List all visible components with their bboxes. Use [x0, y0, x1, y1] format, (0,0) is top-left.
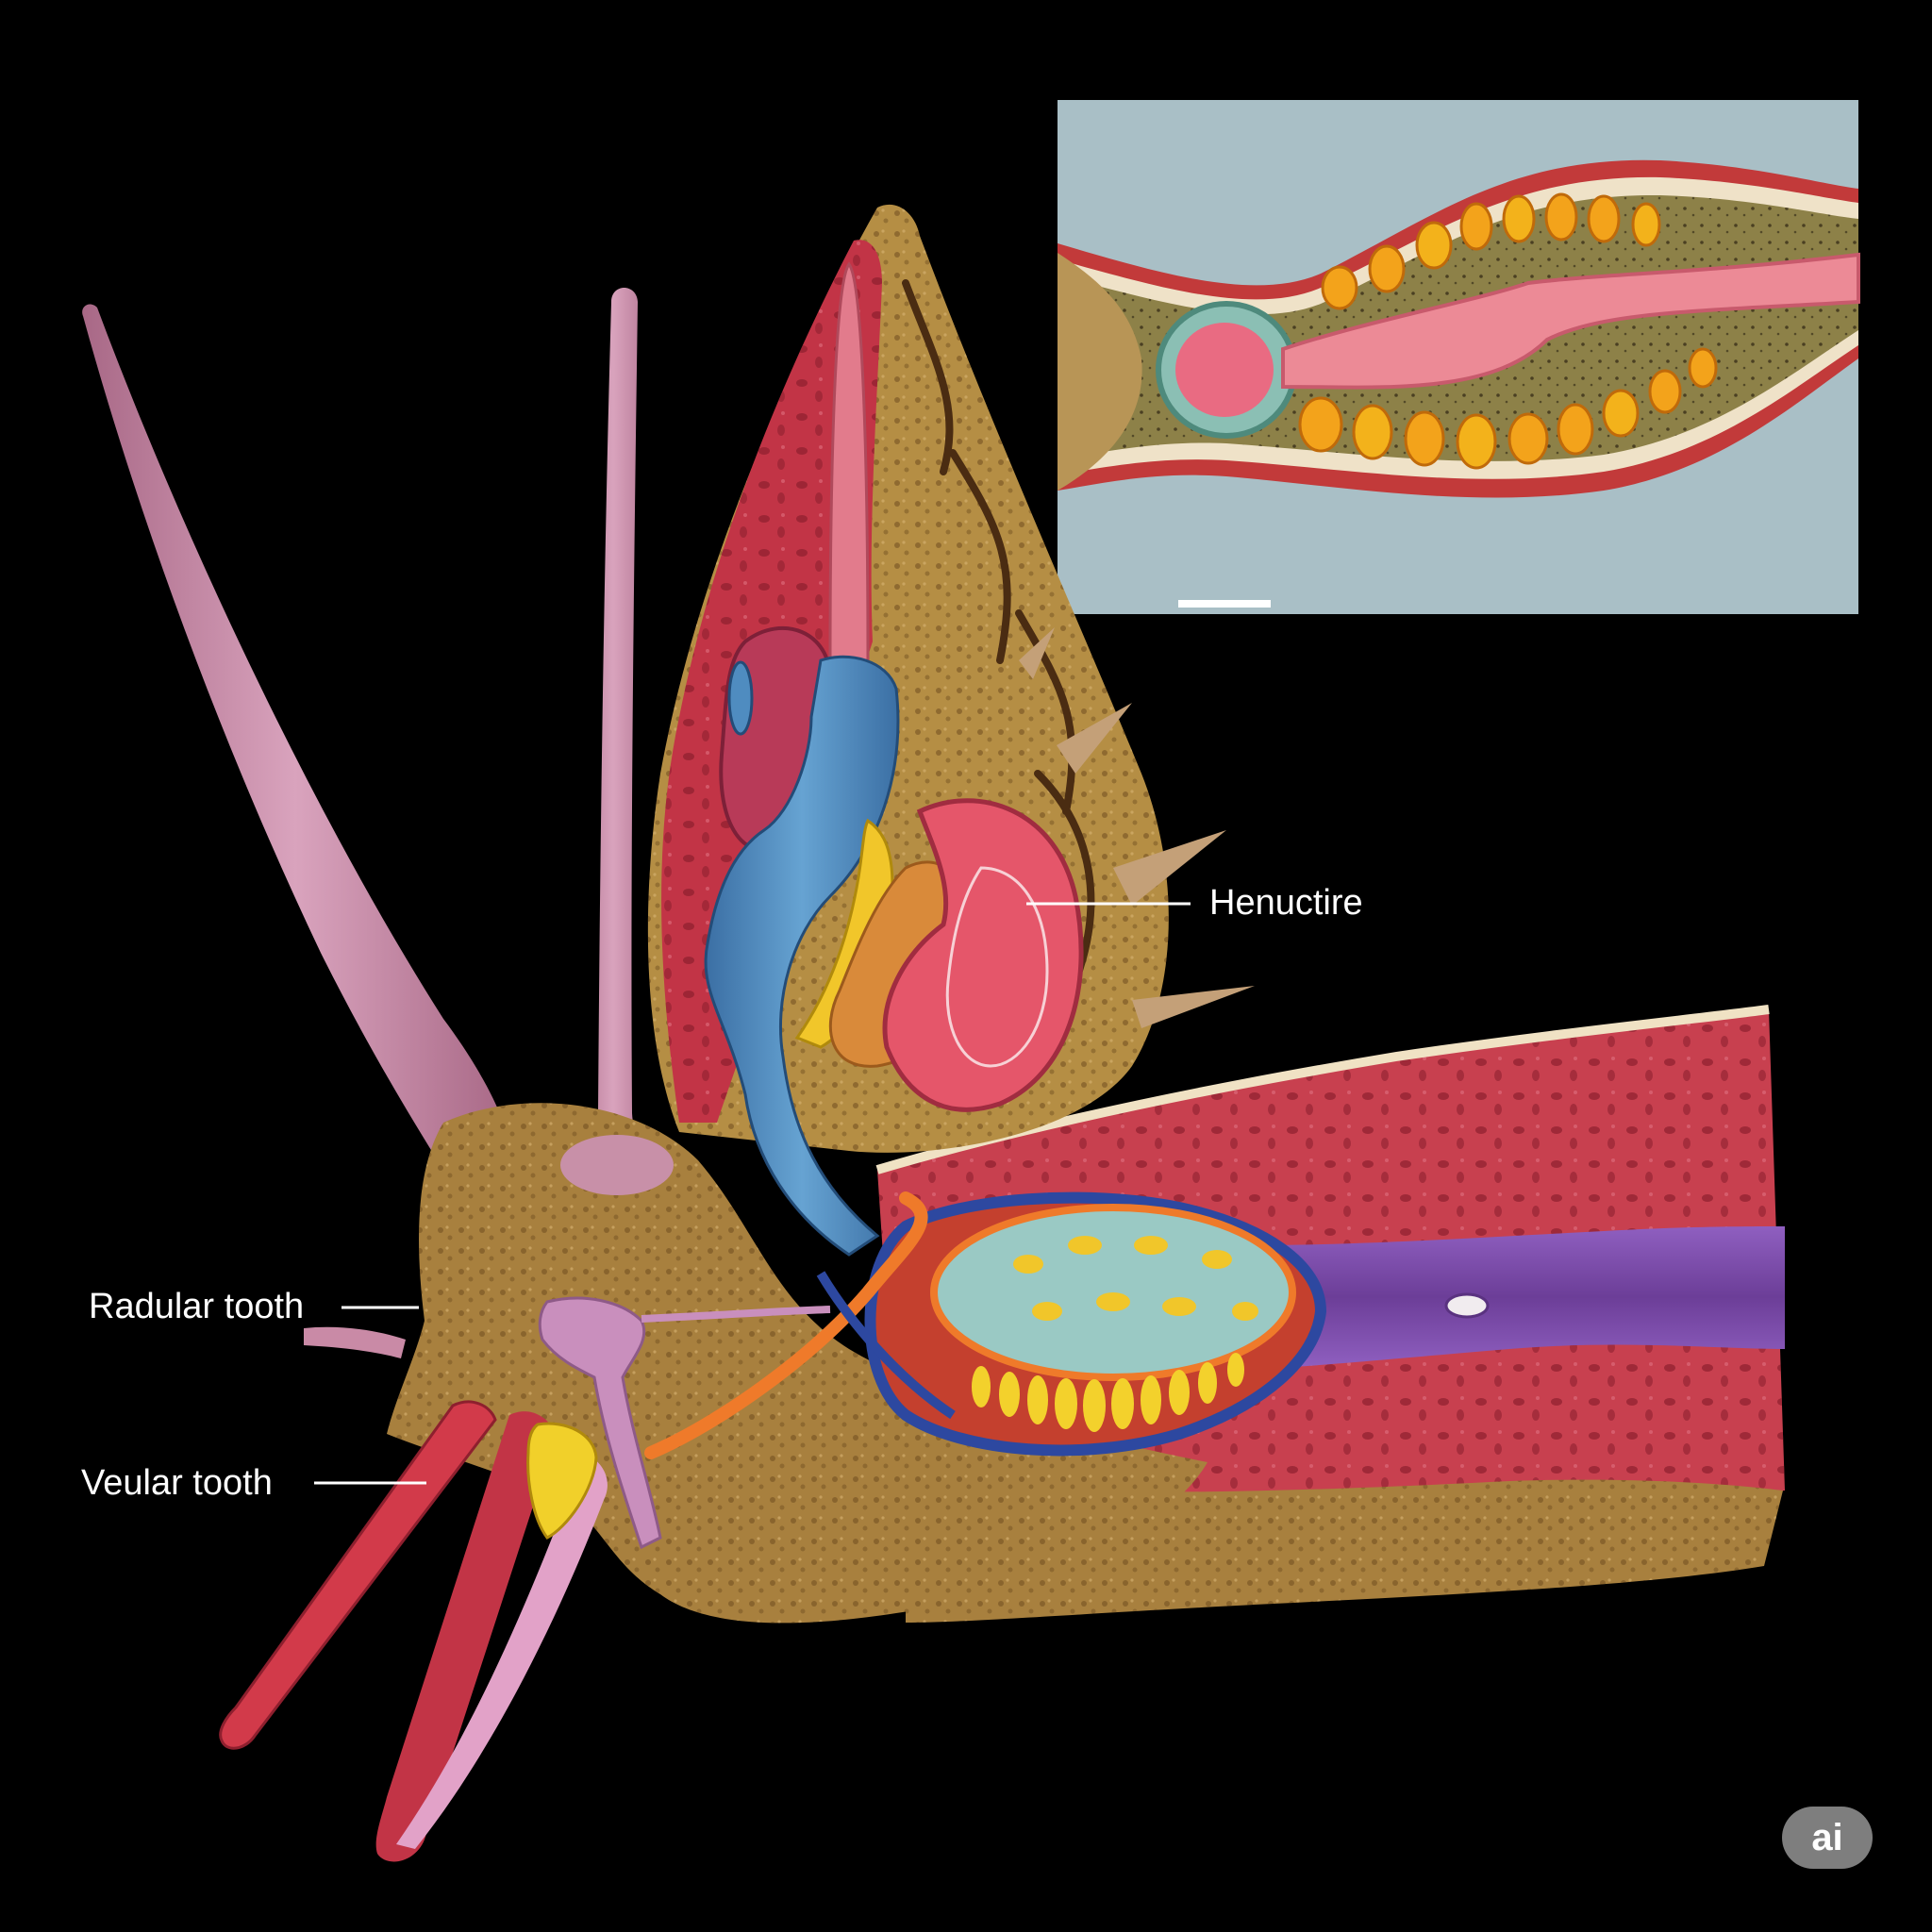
tentacle-base	[560, 1135, 674, 1195]
shell-spine-2	[1057, 703, 1132, 774]
ai-badge: ai	[1782, 1807, 1873, 1869]
inset-pink-duct	[1281, 252, 1860, 390]
yellow-gland	[794, 818, 894, 1049]
blue-outer-duct	[816, 1271, 956, 1420]
left-eye-tentacle	[82, 304, 510, 1170]
inset-left-base	[1058, 253, 1142, 491]
inset-lower-cells	[1298, 347, 1718, 470]
center-eye-tentacle	[566, 288, 660, 1189]
buccal-mass	[644, 1191, 1327, 1459]
inset-scale-bar	[1178, 600, 1271, 608]
odontophore-yolk-spots	[1013, 1236, 1258, 1321]
inset-nucleus	[1175, 323, 1274, 417]
shell-spine-1	[1019, 627, 1055, 679]
radular-tooth-label: Radular tooth	[89, 1287, 305, 1326]
veular-blade	[375, 1411, 557, 1862]
lavender-blade	[396, 1453, 608, 1849]
jaw-rod	[641, 1306, 831, 1323]
mouthparts	[219, 1296, 831, 1862]
inset-upper-cells	[1321, 192, 1661, 310]
henuctire-organ	[882, 798, 1084, 1112]
henuctire-label: Henuctire	[1209, 883, 1363, 923]
shell-spine-4	[1132, 986, 1255, 1028]
inset-cross-section	[1058, 100, 1860, 614]
vessel-cell	[1444, 1292, 1490, 1319]
blue-duct	[704, 655, 900, 1257]
red-proboscis	[219, 1400, 497, 1750]
small-tentacle	[304, 1326, 406, 1358]
visceral-cone	[647, 204, 1255, 1257]
radular-teeth-row	[972, 1353, 1244, 1432]
small-blue-vesicle	[727, 660, 754, 736]
yellow-tooth	[526, 1422, 598, 1540]
veular-tooth-label: Veular tooth	[81, 1463, 273, 1503]
henuctire-inner-membrane	[945, 866, 1049, 1068]
shell-spine-3	[1113, 830, 1226, 906]
shell-streaks	[902, 279, 1095, 985]
lavender-jaw	[538, 1296, 662, 1550]
purple-vessel	[1255, 1226, 1785, 1368]
orange-nerve	[644, 1191, 928, 1459]
